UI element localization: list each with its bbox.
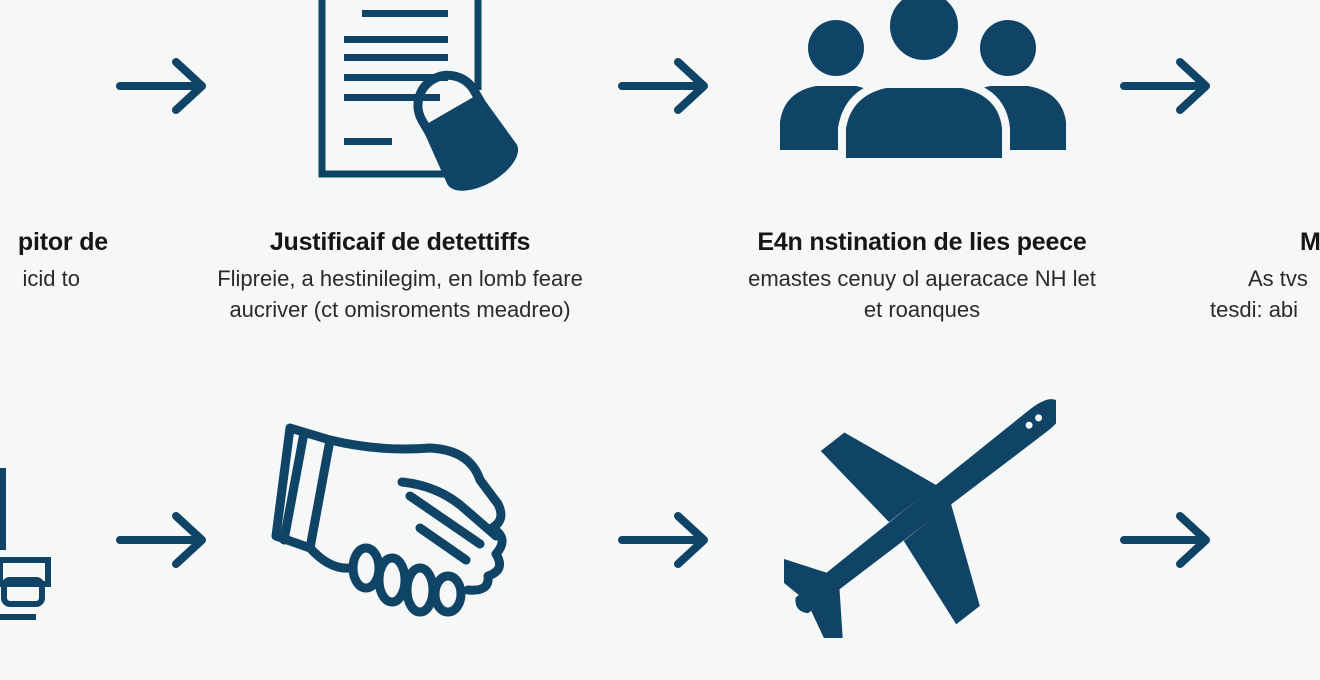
step-description-line: tesdi: abi — [1210, 297, 1299, 322]
arrow-right-icon — [618, 512, 708, 568]
stamp-icon — [0, 468, 51, 620]
arrow-right-icon — [618, 58, 708, 114]
step-description-line: aucriver (ct omisroments meadreo) — [229, 297, 571, 322]
step-description-line: icid to — [22, 266, 80, 291]
step-description-line: et roanques — [863, 297, 981, 322]
arrow-right-icon — [116, 58, 206, 114]
arrow-right-icon — [1120, 512, 1210, 568]
handshake-icon — [271, 423, 507, 617]
step-title: Justificaif de detettiffs — [269, 228, 531, 256]
airplane-icon — [784, 399, 1056, 638]
step-title: pitor de — [17, 228, 108, 256]
step-description: icid to — [0, 263, 80, 294]
document-seal-icon — [318, 0, 518, 191]
step-description: Flipreie, a hestinilegim, en lomb feare … — [170, 263, 630, 325]
step-title: E4n nstination de lies peece — [757, 228, 1087, 256]
step-description: emastes cenuy ol aµeracace NH let et roa… — [700, 263, 1144, 325]
arrow-right-icon — [116, 512, 206, 568]
people-group-icon — [780, 0, 1066, 166]
step-description: As tvs tesdi: abi — [1210, 263, 1320, 325]
step-description-line: Flipreie, a hestinilegim, en lomb feare — [217, 266, 583, 291]
step-description-line: As tvs — [1248, 266, 1308, 291]
step-title: M — [1300, 228, 1320, 256]
arrow-right-icon — [1120, 58, 1210, 114]
step-description-line: emastes cenuy ol aµeracace NH let — [748, 266, 1096, 291]
